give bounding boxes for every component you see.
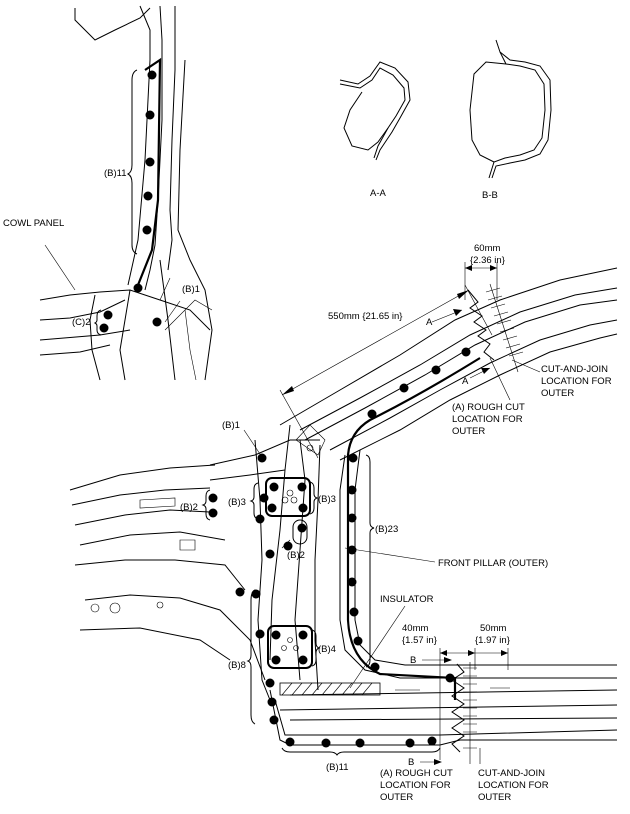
weld-spot [152, 317, 162, 327]
label-front-pillar: FRONT PILLAR (OUTER) [438, 558, 548, 569]
section-a-a-label: A-A [370, 188, 387, 199]
section-b-b-drawing [469, 39, 552, 179]
dimension-550mm-text: 550mm {21.65 in} [328, 311, 402, 322]
callout-rough-cut-top-line3: OUTER [452, 426, 485, 437]
callout-cut-join-top-line2: LOCATION FOR [541, 376, 612, 387]
marker-b-top: B [410, 655, 416, 666]
dimension-50mm-inches: {1.97 in} [475, 635, 510, 646]
label-insulator: INSULATOR [380, 594, 434, 605]
dimension-40mm-text: 40mm [402, 623, 428, 634]
dimension-550mm [279, 284, 493, 459]
label-cowl-panel: COWL PANEL [3, 218, 64, 229]
callout-rough-cut-top-line2: LOCATION FOR [452, 414, 523, 425]
label-b2-center: (B)2 [287, 550, 305, 561]
callout-cut-join-top-line3: OUTER [541, 388, 574, 399]
callout-cut-join-bottom-line1: CUT-AND-JOIN [478, 768, 545, 779]
dimension-60mm [464, 262, 498, 300]
weld-spot [142, 225, 152, 235]
weld-spot [147, 70, 157, 80]
callout-rough-cut-top-line1: (A) ROUGH CUT [452, 402, 525, 413]
label-b23: (B)23 [375, 524, 398, 535]
marker-a-top: A [426, 317, 433, 328]
inset-spot-welds [99, 70, 162, 333]
callout-rough-cut-bottom-line3: OUTER [380, 792, 413, 803]
label-c2: (C)2 [72, 317, 90, 328]
marker-a-bottom: A [462, 376, 469, 387]
main-spot-welds [208, 347, 471, 748]
dimension-40mm-50mm [439, 648, 509, 760]
section-b-b-label: B-B [482, 190, 498, 201]
label-b11-top: (B)11 [104, 168, 127, 179]
inset-pillar-overview [39, 5, 213, 381]
cut-and-join-line-upper [485, 283, 524, 373]
callout-rough-cut-bottom-line1: (A) ROUGH CUT [380, 768, 453, 779]
label-b1-top: (B)1 [182, 284, 200, 295]
label-b11-bottom: (B)11 [326, 762, 349, 773]
weld-spot [143, 191, 153, 201]
callout-rough-cut-bottom-line2: LOCATION FOR [380, 780, 451, 791]
callout-cut-join-bottom-line2: LOCATION FOR [478, 780, 549, 791]
callout-cut-join-bottom-line3: OUTER [478, 792, 511, 803]
label-b3-left: (B)3 [228, 497, 246, 508]
marker-b-bottom: B [408, 757, 414, 768]
weld-spot [103, 310, 113, 320]
label-b3-right: (B)3 [318, 494, 336, 505]
cut-and-join-line-lower [463, 662, 477, 764]
main-body-side-drawing [69, 267, 618, 746]
label-b8: (B)8 [228, 660, 246, 671]
weld-spot [99, 323, 109, 333]
label-b2-left: (B)2 [180, 502, 198, 513]
dimension-60mm-inches: {2.36 in} [470, 255, 505, 266]
label-b4: (B)4 [318, 644, 336, 655]
dimension-60mm-text: 60mm [474, 243, 500, 254]
rough-cut-line-lower [451, 663, 465, 753]
section-a-a-drawing [339, 61, 411, 161]
label-b1-main: (B)1 [222, 420, 240, 431]
rough-cut-line-upper [467, 289, 495, 361]
weld-spot [133, 283, 143, 293]
dimension-50mm-text: 50mm [480, 623, 506, 634]
weld-spot [145, 157, 155, 167]
weld-group-brackets [201, 454, 441, 756]
dimension-40mm-inches: {1.57 in} [402, 635, 437, 646]
weld-spot [145, 110, 155, 120]
callout-cut-join-top-line1: CUT-AND-JOIN [541, 364, 608, 375]
